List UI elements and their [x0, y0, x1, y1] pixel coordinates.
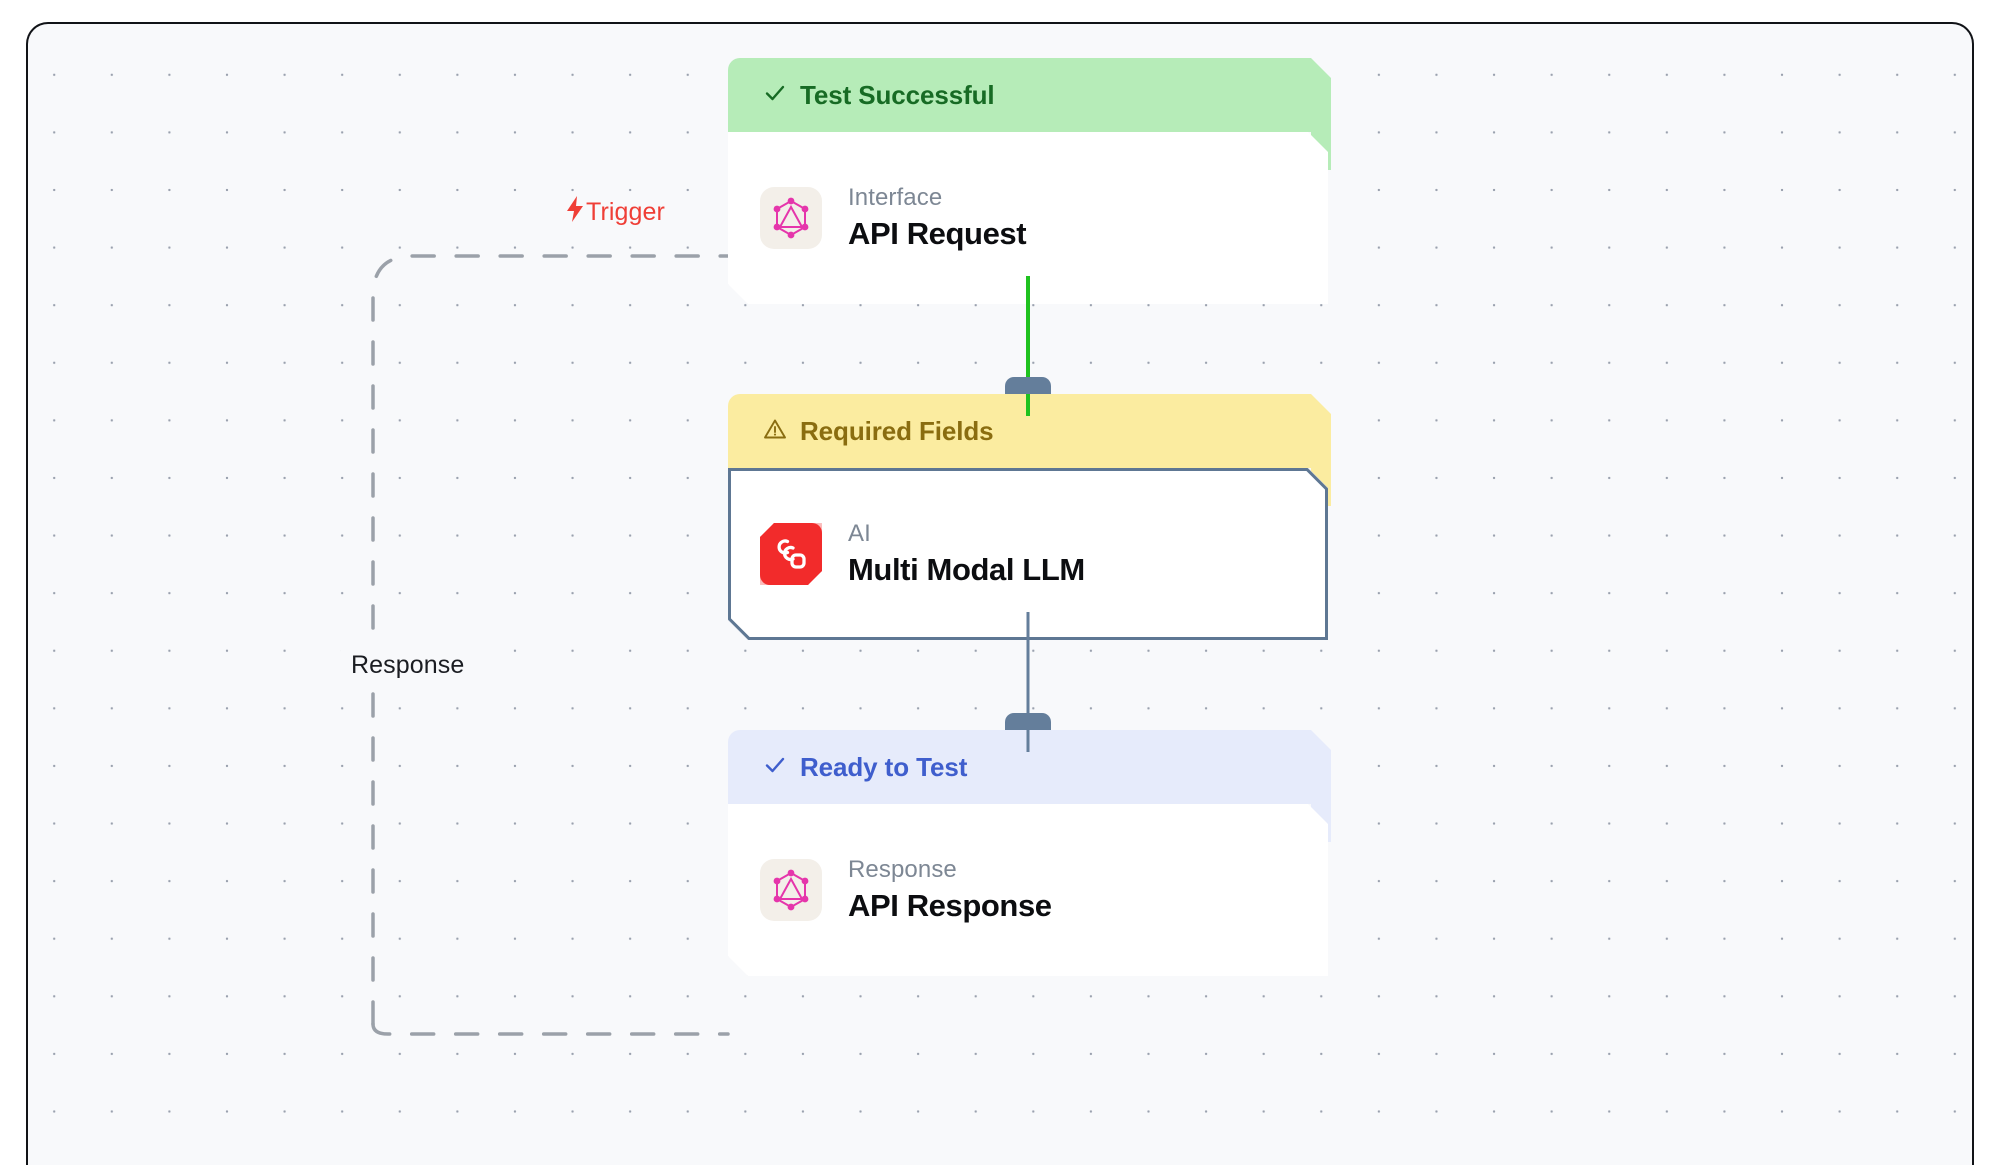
check-icon [763, 753, 787, 781]
node-api-request-text: Interface API Request [848, 184, 1027, 252]
qwen-ai-icon [760, 523, 822, 585]
node-api-request-title: API Request [848, 216, 1027, 251]
node-multi-modal-llm-status-banner[interactable]: Required Fields [728, 394, 1331, 468]
node-api-response-title: API Response [848, 888, 1052, 923]
graphql-icon [760, 187, 822, 249]
node-multi-modal-llm[interactable]: Required Fields A [728, 377, 1331, 640]
node-multi-modal-llm-input-port[interactable] [1005, 377, 1051, 394]
node-api-response-status-text: Ready to Test [800, 751, 968, 782]
node-api-response-status-banner[interactable]: Ready to Test [728, 730, 1331, 804]
trigger-edge-label[interactable]: Trigger [565, 196, 665, 228]
node-api-response-banner-wrap: Ready to Test [728, 730, 1331, 842]
connector-request-to-llm[interactable] [1026, 276, 1030, 416]
node-api-request-status-text: Test Successful [800, 79, 995, 110]
node-api-response-card[interactable]: Response API Response [728, 804, 1328, 976]
flow-canvas[interactable]: Trigger Response Test Successful [26, 22, 1974, 1165]
node-multi-modal-llm-status-text: Required Fields [800, 415, 994, 446]
trigger-edge-label-text: Trigger [586, 198, 665, 226]
node-multi-modal-llm-text: AI Multi Modal LLM [848, 520, 1085, 588]
node-api-request[interactable]: Test Successful [728, 58, 1331, 304]
node-api-response[interactable]: Ready to Test [728, 713, 1331, 976]
node-api-request-card[interactable]: Interface API Request [728, 132, 1328, 304]
node-api-request-status-banner[interactable]: Test Successful [728, 58, 1331, 132]
node-api-response-text: Response API Response [848, 856, 1052, 924]
response-dashed-path [371, 1022, 730, 1036]
graphql-icon [760, 859, 822, 921]
node-api-response-kind: Response [848, 856, 957, 883]
check-icon [763, 81, 787, 109]
connector-llm-to-response[interactable] [1026, 612, 1030, 752]
node-api-request-kind: Interface [848, 184, 943, 211]
warning-triangle-icon [763, 417, 787, 445]
node-api-request-banner-wrap: Test Successful [728, 58, 1331, 170]
node-api-response-input-port[interactable] [1005, 713, 1051, 730]
trigger-dashed-path [371, 254, 730, 1026]
response-edge-label[interactable]: Response [341, 647, 475, 684]
node-multi-modal-llm-kind: AI [848, 520, 871, 547]
response-edge-label-text: Response [351, 651, 465, 679]
node-multi-modal-llm-title: Multi Modal LLM [848, 552, 1085, 587]
lightning-bolt-icon [565, 196, 585, 227]
